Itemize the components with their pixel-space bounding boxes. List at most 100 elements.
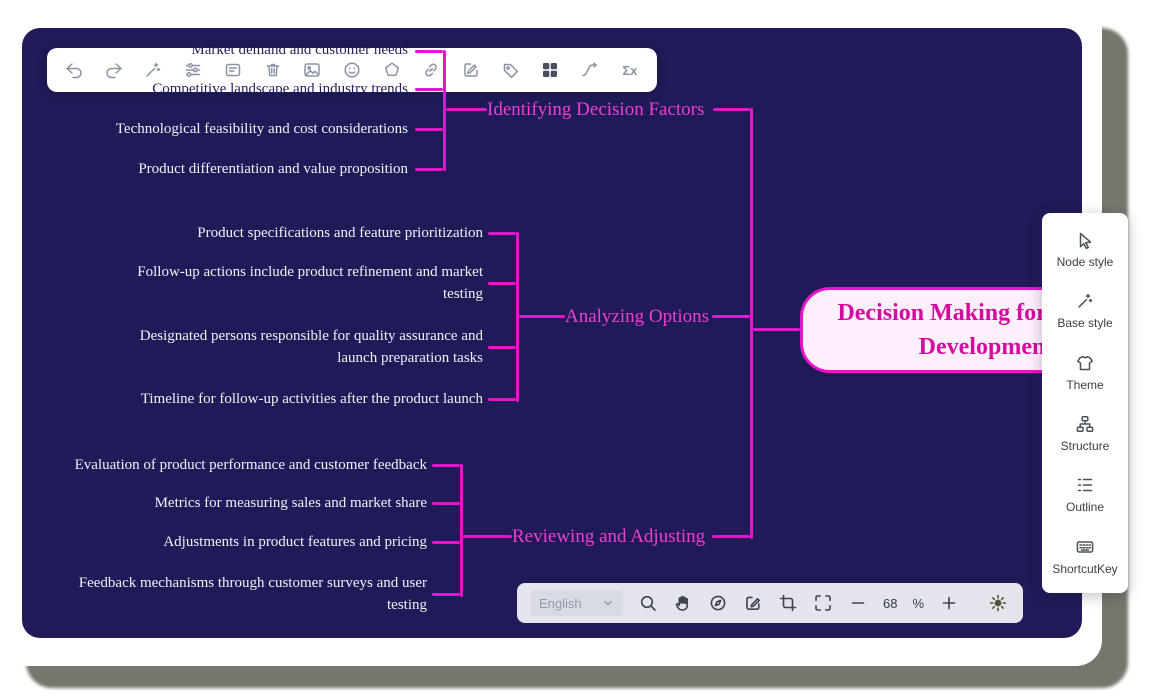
sidebar-item-label: Node style [1056,255,1114,270]
chevron-down-icon [604,600,612,606]
connector-line [488,282,516,285]
hyperlink-button[interactable] [420,59,442,81]
fit-screen-button[interactable] [813,593,833,613]
language-selector[interactable]: English [531,590,623,616]
connector-line [488,398,516,401]
structure-icon [1076,416,1094,433]
root-topic[interactable]: Decision Making for Product Development [800,287,1082,373]
child-topic[interactable]: Technological feasibility and cost consi… [115,121,408,137]
formula-icon: Σx [622,62,638,78]
connector-line [519,315,565,318]
insert-node-button[interactable] [222,59,244,81]
child-topic[interactable]: Product specifications and feature prior… [197,225,483,241]
connector-line [415,128,443,131]
sliders-icon [185,63,201,77]
note-button[interactable] [460,59,482,81]
emoji-button[interactable] [341,59,363,81]
connector-line [460,464,463,597]
fullscreen-icon [815,595,831,611]
theme-icon [1077,355,1093,371]
mindmap-canvas[interactable]: Σx Identifying Decision Factors Ma [22,28,1082,638]
sun-icon [989,594,1007,612]
connector-line [463,535,512,538]
mindmap-layer: Identifying Decision Factors Market dema… [22,28,1082,638]
sidebar-item-shortcut-key[interactable]: ShortcutKey [1042,526,1128,587]
child-topic[interactable]: Adjustments in product features and pric… [163,534,427,550]
branch-topic[interactable]: Identifying Decision Factors [487,99,705,120]
app-window: Σx Identifying Decision Factors Ma [0,6,1102,666]
associative-line-button[interactable] [579,59,601,81]
connector-line [432,464,460,467]
sidebar-item-outline[interactable]: Outline [1042,464,1128,525]
search-button[interactable] [638,593,658,613]
hand-drag-button[interactable] [673,593,693,613]
zoom-unit: % [912,595,925,611]
locate-button[interactable] [708,593,728,613]
connector-line [488,232,516,235]
crop-button[interactable] [778,593,798,613]
delete-node-button[interactable] [262,59,284,81]
edit-button[interactable] [743,593,763,613]
child-topic[interactable]: Product differentiation and value propos… [138,161,408,177]
sidebar-item-label: ShortcutKey [1052,561,1118,576]
child-topic[interactable]: Feedback mechanisms through customer sur… [78,575,427,613]
child-topic[interactable]: Metrics for measuring sales and market s… [154,495,427,511]
redo-icon [105,63,122,79]
plus-icon [942,596,956,610]
search-icon [640,595,656,611]
top-toolbar: Σx [47,48,657,92]
sticker-button[interactable] [381,59,403,81]
base-style-icon [1078,294,1093,309]
sidebar-item-structure[interactable]: Structure [1042,403,1128,464]
connector-line [713,108,750,111]
hand-icon [675,595,688,611]
smiley-icon [344,62,360,78]
style-sidebar: Node style Base style Theme Structure Ou… [1042,213,1128,593]
crop-icon [779,594,797,612]
node-style-icon [1079,232,1092,250]
child-topic[interactable]: Designated persons responsible for quali… [139,328,483,366]
connector-line [432,593,460,596]
child-topic[interactable]: Market demand and customer needs [191,42,408,58]
badge-icon [384,62,399,76]
note-pencil-icon [464,63,478,77]
sidebar-item-theme[interactable]: Theme [1042,342,1128,403]
connector-line [415,168,443,171]
connector-line [415,88,443,91]
redo-button[interactable] [103,59,125,81]
child-topic[interactable]: Evaluation of product performance and cu… [74,457,427,473]
insert-image-button[interactable] [301,59,323,81]
formula-button[interactable]: Σx [619,59,641,81]
curve-line-icon [582,62,598,77]
sidebar-item-label: Structure [1060,439,1110,454]
trash-icon [266,63,279,77]
connector-line [432,502,460,505]
organize-button[interactable] [182,59,204,81]
shortcut-key-icon [1076,541,1094,553]
image-icon [304,63,320,77]
ai-beautify-button[interactable] [142,59,164,81]
child-topic[interactable]: Timeline for follow-up activities after … [140,391,483,407]
child-topic[interactable]: Follow-up actions include product refine… [137,264,483,302]
minus-icon [851,602,865,604]
theme-toggle-button[interactable] [988,593,1008,613]
tag-icon [503,63,518,79]
zoom-out-button[interactable] [848,593,868,613]
branch-topic[interactable]: Analyzing Options [565,306,710,327]
connector-line [446,108,487,111]
undo-button[interactable] [63,59,85,81]
zoom-in-button[interactable] [939,593,959,613]
node-card-icon [225,63,241,77]
layout-button[interactable] [539,59,561,81]
sidebar-item-base-style[interactable]: Base style [1042,280,1128,341]
branch-topic[interactable]: Reviewing and Adjusting [512,526,706,547]
magic-wand-icon [146,62,161,77]
child-topic[interactable]: Competitive landscape and industry trend… [152,81,408,97]
tag-button[interactable] [500,59,522,81]
sidebar-item-node-style[interactable]: Node style [1042,219,1128,280]
connector-line [432,541,460,544]
connector-line [488,346,516,349]
outline-icon [1077,479,1093,492]
connector-line [750,108,753,539]
compass-icon [710,595,726,611]
